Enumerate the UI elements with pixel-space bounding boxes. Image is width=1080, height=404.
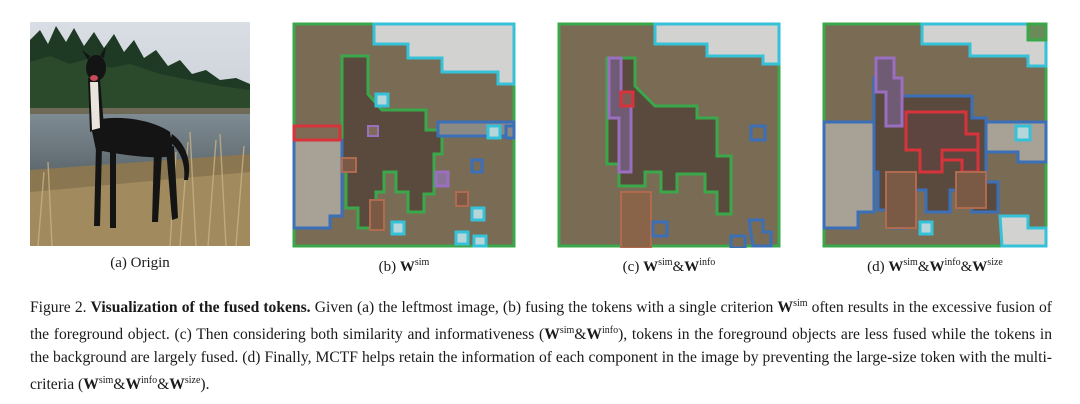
token-fusion-map-d (822, 22, 1048, 248)
caption-a: (a) Origin (110, 255, 170, 271)
caption-b: (b) Wsim (378, 257, 430, 275)
caption-c: (c) Wsim&Winfo (622, 257, 716, 275)
panel-wsim-winfo-token-map (557, 22, 781, 248)
caption-d: (d) Wsim&Winfo&Wsize (867, 257, 1003, 275)
panel-origin-image (30, 22, 250, 246)
panel-wsim-winfo-wsize-token-map (822, 22, 1048, 248)
figure-caption: Figure 2. Visualization of the fused tok… (30, 298, 1052, 394)
token-fusion-map-b (292, 22, 516, 248)
dog-photo (30, 22, 250, 246)
token-fusion-map-c (557, 22, 781, 248)
panel-wsim-token-map (292, 22, 516, 248)
